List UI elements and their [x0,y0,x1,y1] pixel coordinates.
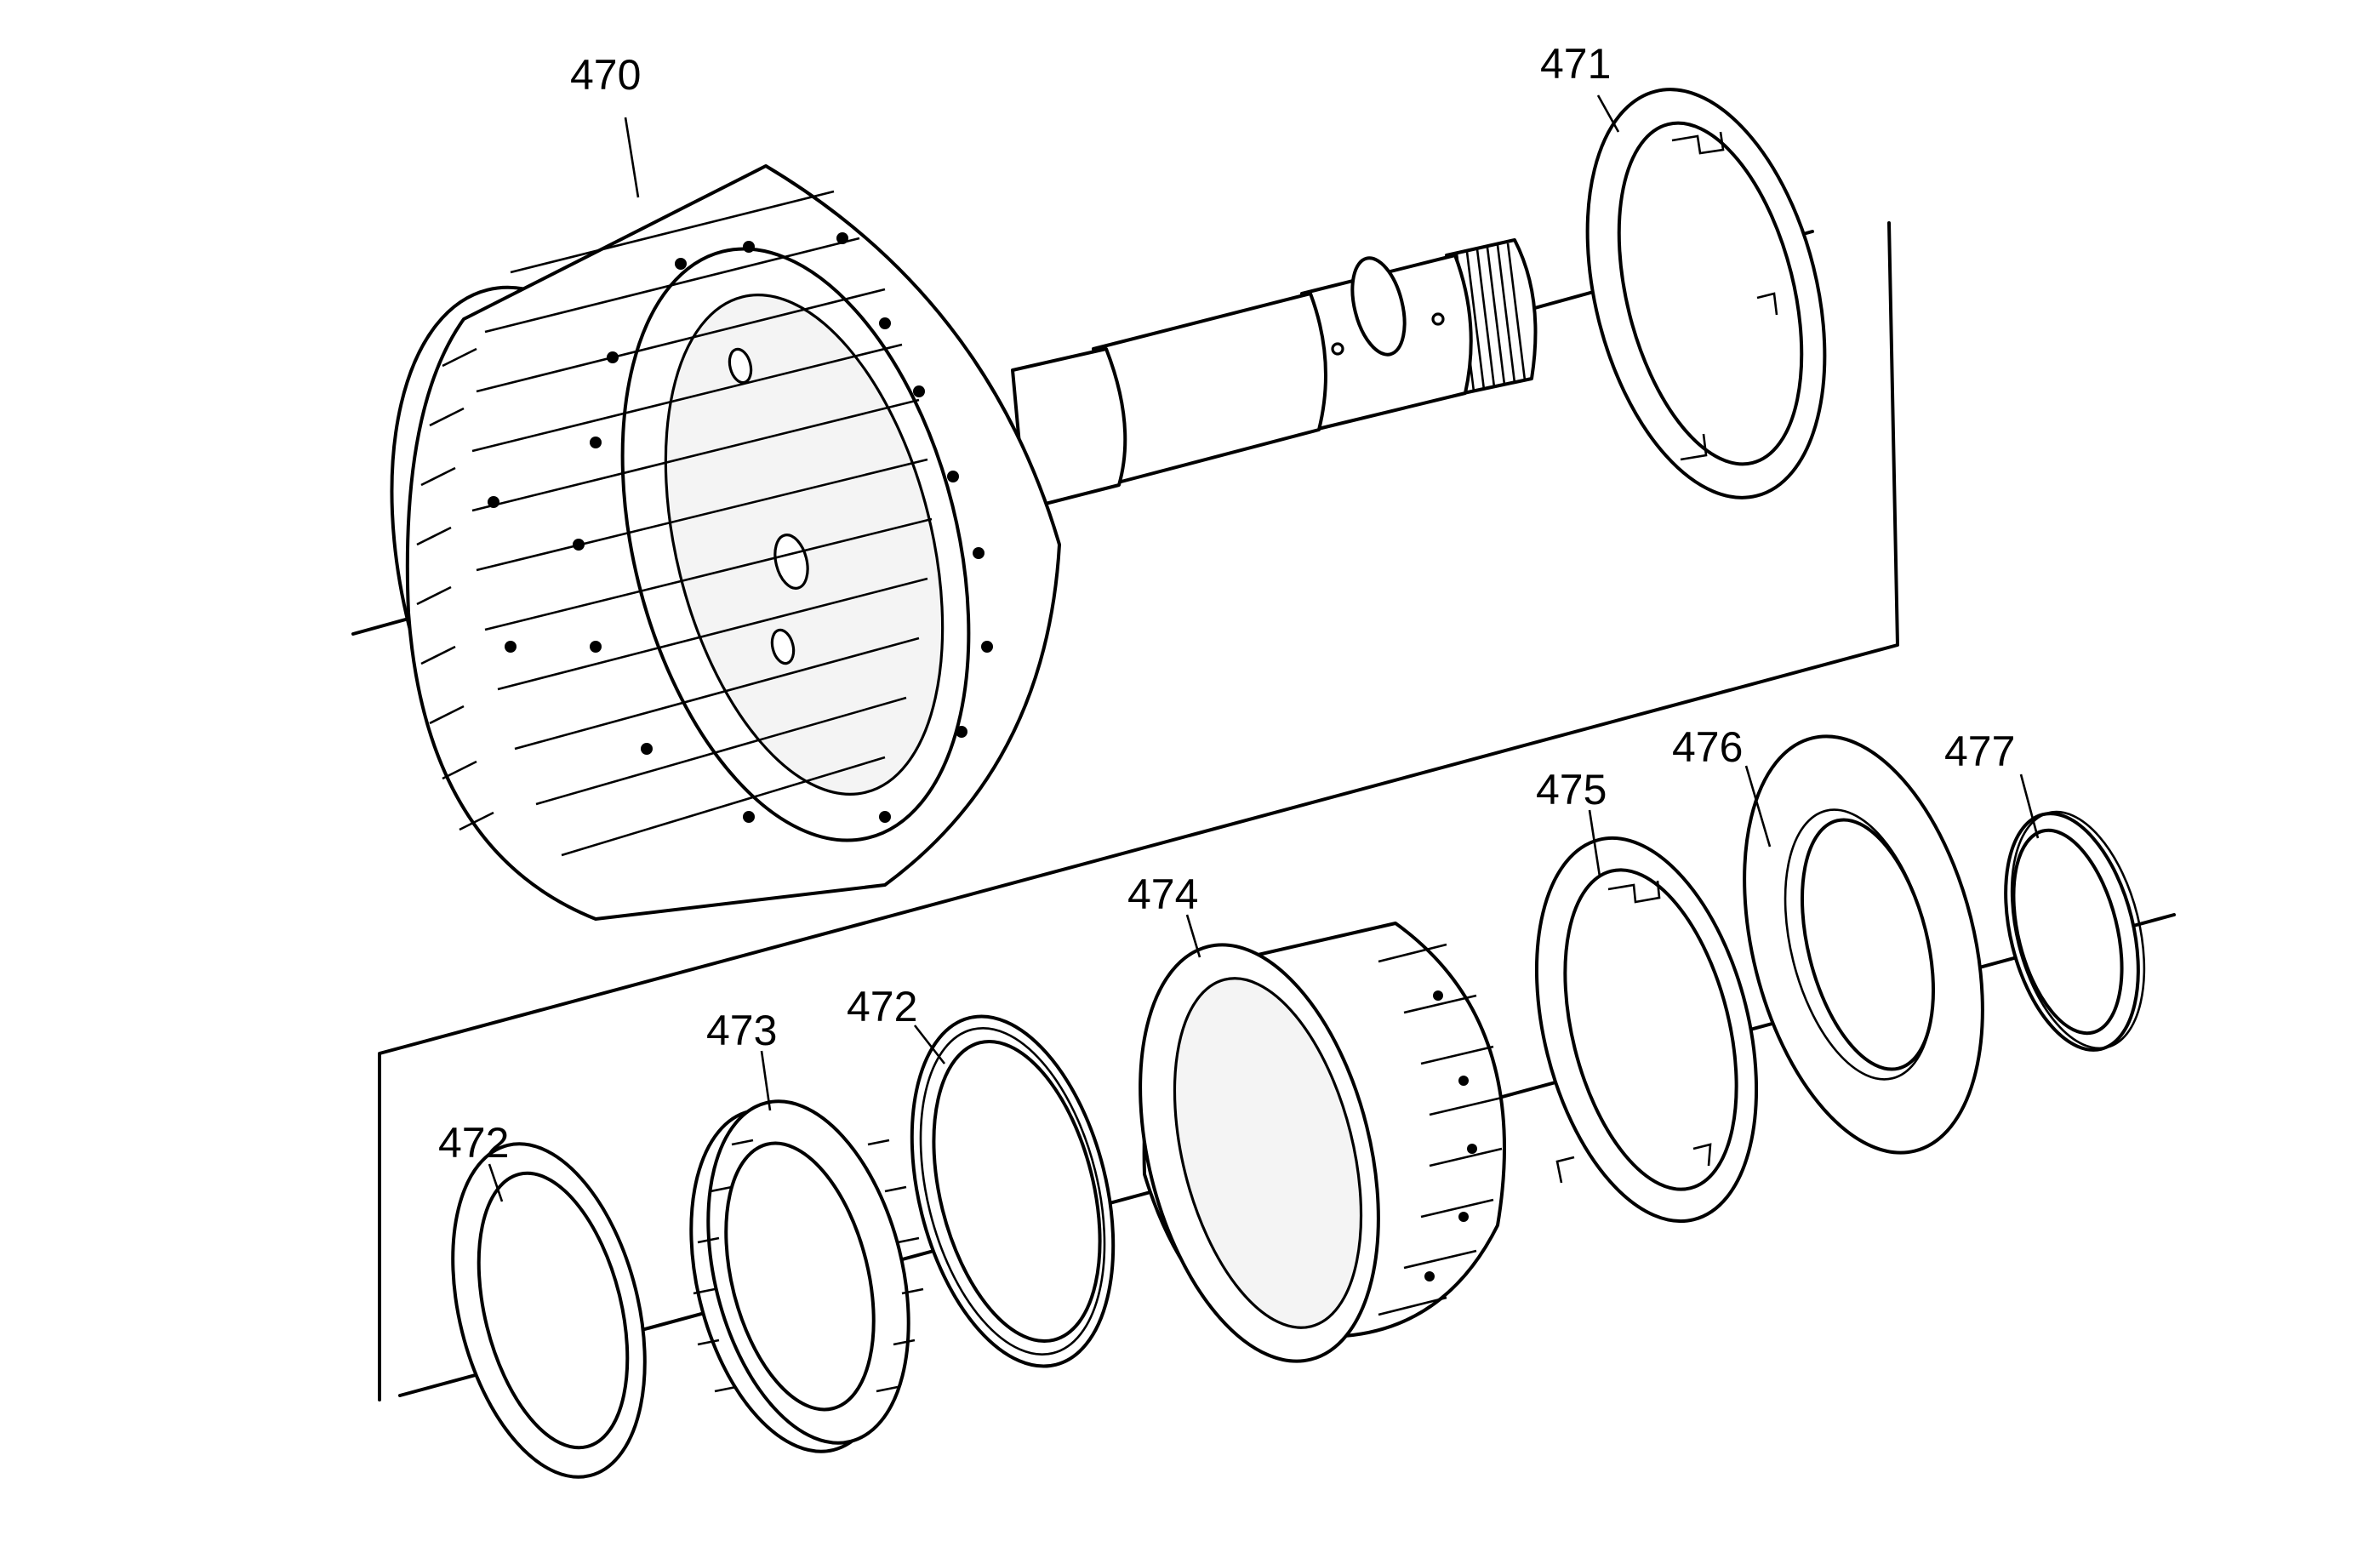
callout-475: 475 [1536,766,1607,813]
part-475-thrust-washer [1534,836,1759,1224]
part-470-housing-and-shaft [390,164,1538,921]
callout-477: 477 [1944,728,2015,775]
part-472-washer-right [910,1014,1116,1368]
part-476-bearing-plate [1743,734,1984,1155]
leader-lines [488,94,2040,1202]
assembly-bracket [378,221,1899,1401]
part-473-roller-clutch [689,1099,924,1453]
callout-472-right: 472 [847,983,917,1030]
callout-476: 476 [1672,723,1743,771]
callout-474: 474 [1127,870,1198,918]
callout-471: 471 [1540,40,1611,88]
callout-472-left: 472 [438,1119,509,1167]
part-474-clutch-hub [1139,922,1506,1363]
part-477-bearing-ring [2004,810,2146,1052]
callout-labels: 470 471 472 472 473 474 475 476 477 [438,40,2015,1167]
callout-470: 470 [570,51,641,99]
part-472-washer-left [451,1142,647,1479]
part-471-thrust-washer [1585,88,1827,499]
callout-473: 473 [706,1007,777,1054]
